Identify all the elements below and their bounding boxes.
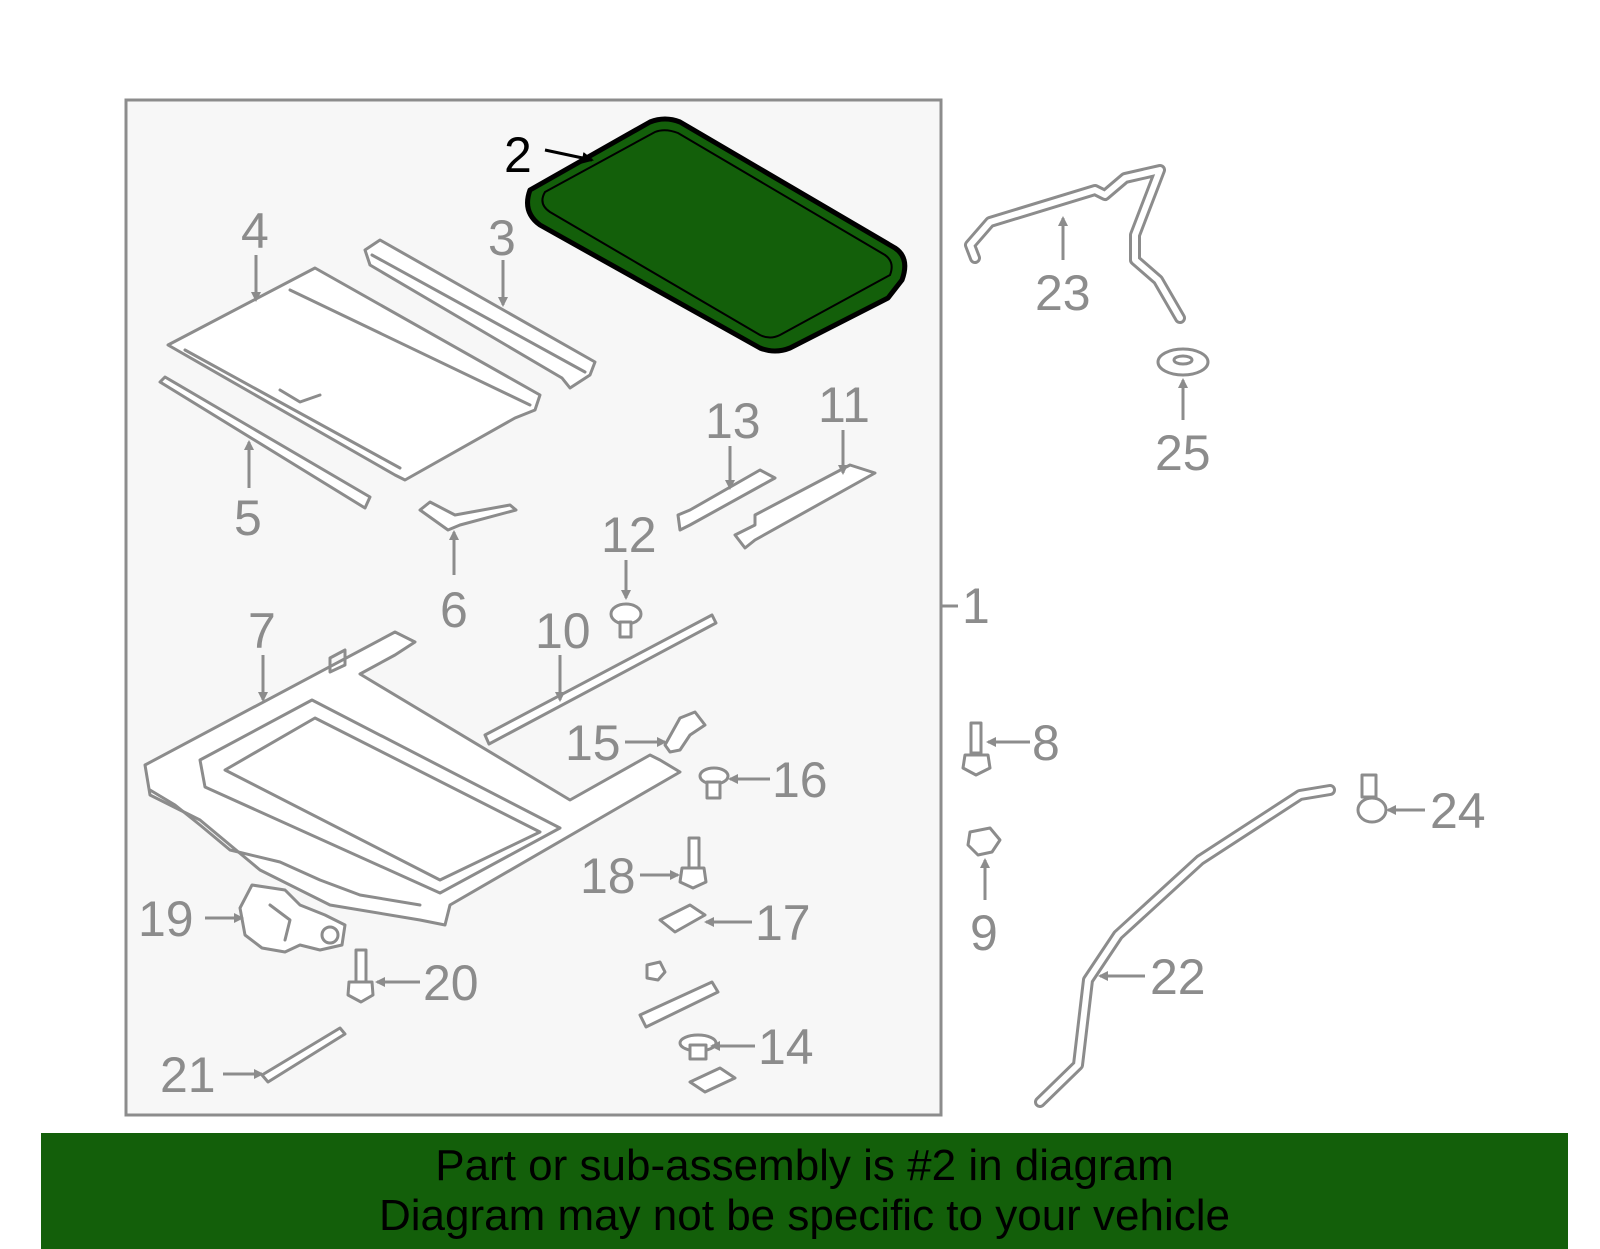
part-20-bolt [346,948,375,1004]
callout-11: 11 [818,377,870,433]
part-8-bolt [961,721,992,777]
callout-23: 23 [1035,265,1091,321]
callout-21: 21 [160,1047,216,1103]
banner-line-1: Part or sub-assembly is #2 in diagram [435,1141,1174,1190]
callout-2: 2 [504,127,532,183]
callout-20: 20 [423,955,479,1011]
info-banner: Part or sub-assembly is #2 in diagram Di… [41,1133,1568,1249]
callout-16: 16 [772,752,828,808]
part-17-pad [658,903,707,934]
part-24-hose-clamp [1356,773,1388,824]
callout-3: 3 [488,210,516,266]
banner-line-2: Diagram may not be specific to your vehi… [378,1191,1231,1240]
callout-18: 18 [580,848,636,904]
callout-1: 1 [962,578,990,634]
part-5-weatherstrip [158,375,372,510]
part-6-bracket [418,500,518,532]
callout-25: 25 [1155,425,1211,481]
callout-8: 8 [1032,715,1060,771]
part-12-clip [609,602,643,639]
part-2-glass-panel[interactable] [525,116,908,354]
callout-4: 4 [241,203,269,259]
part-7-frame [143,630,682,927]
part-16-clip [698,766,730,800]
part-18-bolt [678,836,708,890]
callout-14: 14 [758,1019,814,1075]
part-10-rail [483,613,718,746]
part-9-nut [966,826,1002,857]
callout-10: 10 [535,603,591,659]
part-3-deflector [363,238,597,390]
part-21-strip [260,1026,347,1084]
callout-17: 17 [755,895,811,951]
callout-19: 19 [138,891,194,947]
callout-7: 7 [248,603,276,659]
part-13-link [676,468,777,532]
part-15-stopper [663,710,707,754]
part-25-grommet [1156,347,1210,377]
callout-12: 12 [601,507,657,563]
callout-13: 13 [705,393,761,449]
part-11-guide-rail [733,463,877,550]
callout-5: 5 [234,490,262,546]
part-22-drain-hose [1034,784,1336,1108]
part-14-pin-set [638,960,737,1094]
callout-6: 6 [440,582,468,638]
callout-24: 24 [1430,783,1486,839]
part-4-sunshade [166,266,542,482]
callout-22: 22 [1150,949,1206,1005]
callout-15: 15 [565,715,621,771]
part-19-motor [238,883,347,954]
callout-9: 9 [970,905,998,961]
